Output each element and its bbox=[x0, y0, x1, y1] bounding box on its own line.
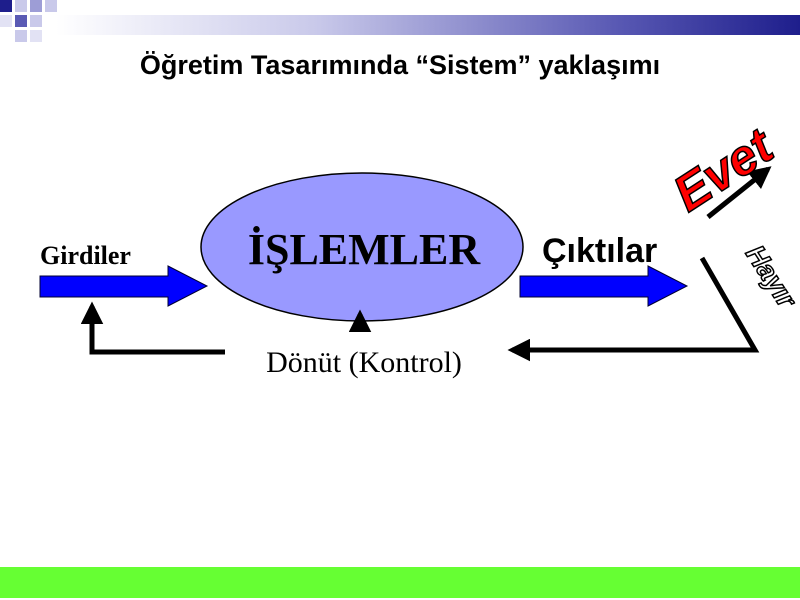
feedback-label: Dönüt (Kontrol) bbox=[266, 346, 462, 379]
slide-title: Öğretim Tasarımında “Sistem” yaklaşımı bbox=[139, 50, 661, 80]
yes-arrow bbox=[706, 166, 772, 219]
inputs-label: Girdiler bbox=[40, 241, 131, 270]
feedback-line-left bbox=[80, 301, 225, 355]
feedback-line-right bbox=[507, 256, 760, 362]
outputs-label: Çıktılar bbox=[542, 232, 657, 270]
footer-bar bbox=[0, 567, 800, 598]
output-arrow bbox=[519, 265, 689, 307]
header-gradient-bar bbox=[56, 15, 800, 35]
input-arrow bbox=[39, 265, 209, 307]
no-label: Hayır bbox=[740, 240, 800, 314]
process-label: İŞLEMLER bbox=[248, 225, 482, 274]
